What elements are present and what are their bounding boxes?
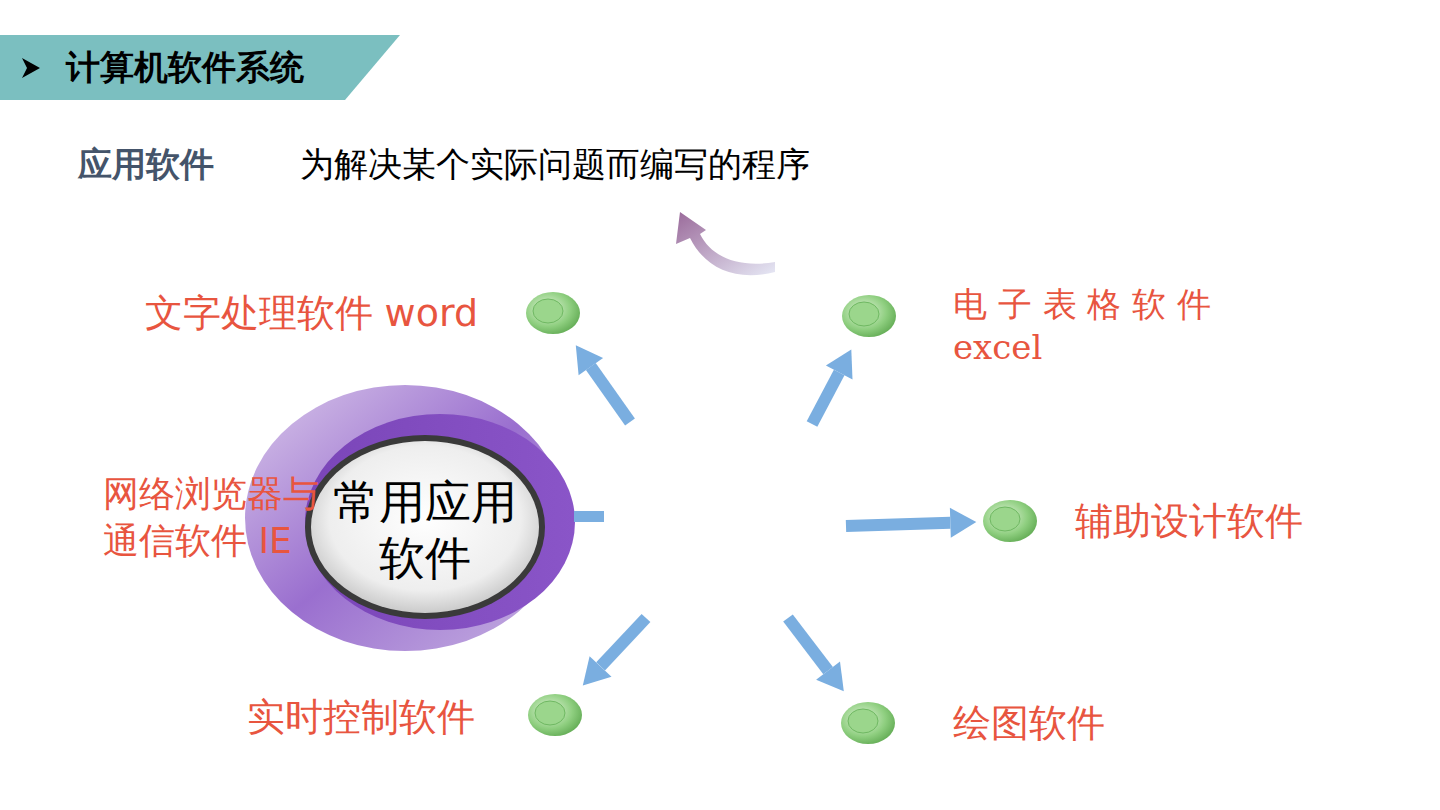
section-title: 计算机软件系统 xyxy=(66,42,304,92)
curved-arrow xyxy=(676,212,775,275)
bullet-arrow xyxy=(22,58,40,78)
dot-outer xyxy=(528,694,582,736)
dot-node: 辅助设计软件 xyxy=(981,498,1039,544)
connector-arrow xyxy=(583,614,651,686)
arrow-head xyxy=(826,350,853,380)
dot-outer xyxy=(842,295,896,337)
arrow-shaft xyxy=(807,370,845,427)
dot-node: 文字处理软件 word xyxy=(524,290,582,336)
green-dot xyxy=(839,700,897,746)
dot-outer xyxy=(526,292,580,334)
software-label: 电 子 表 格 软 件 excel xyxy=(953,283,1298,369)
connector-arrow xyxy=(783,614,844,691)
arrow-head xyxy=(583,656,612,685)
arrow-shaft xyxy=(596,614,650,671)
dot-outer xyxy=(841,702,895,744)
arrow-shaft xyxy=(586,363,635,425)
software-label: 绘图软件 xyxy=(953,699,1105,747)
software-label: 文字处理软件 word xyxy=(145,289,478,337)
center-title: 常用应用 软件 xyxy=(325,474,525,586)
arrow-shaft xyxy=(783,614,833,674)
arrow-head xyxy=(950,508,976,538)
section-term: 应用软件 xyxy=(78,142,214,188)
green-dot xyxy=(524,290,582,336)
arrow-head xyxy=(816,662,844,692)
mid-ellipse xyxy=(305,414,575,630)
dot-node: 实时控制软件 xyxy=(526,692,584,738)
green-dot xyxy=(981,498,1039,544)
definition-text: 为解决某个实际问题而编写的程序 xyxy=(300,142,810,188)
software-label: 实时控制软件 xyxy=(247,693,475,741)
header-band xyxy=(0,35,400,100)
header-band-node: 计算机软件系统 xyxy=(66,42,304,92)
software-label: 网络浏览器与 通信软件 IE xyxy=(103,470,331,564)
arrow-shaft xyxy=(846,517,951,532)
dot-node: 绘图软件 xyxy=(839,700,897,746)
center-ellipse-node: 常用应用 软件 xyxy=(315,467,535,592)
connector-arrow xyxy=(846,508,977,538)
dot-inner xyxy=(533,299,563,323)
dot-node: 电 子 表 格 软 件 excel xyxy=(840,293,898,339)
short-bar xyxy=(574,511,604,522)
dot-inner xyxy=(990,507,1020,531)
green-dot xyxy=(840,293,898,339)
center-ellipse xyxy=(305,435,545,619)
dot-inner xyxy=(849,302,879,326)
dot-inner xyxy=(848,709,878,733)
green-dot xyxy=(526,692,584,738)
software-label: 辅助设计软件 xyxy=(1075,497,1303,545)
center-ellipse-face xyxy=(311,441,539,613)
dot-outer xyxy=(983,500,1037,542)
arrow-head xyxy=(576,345,603,375)
dot-inner xyxy=(535,701,565,725)
connector-arrow xyxy=(576,345,635,425)
connector-arrow xyxy=(807,350,853,427)
